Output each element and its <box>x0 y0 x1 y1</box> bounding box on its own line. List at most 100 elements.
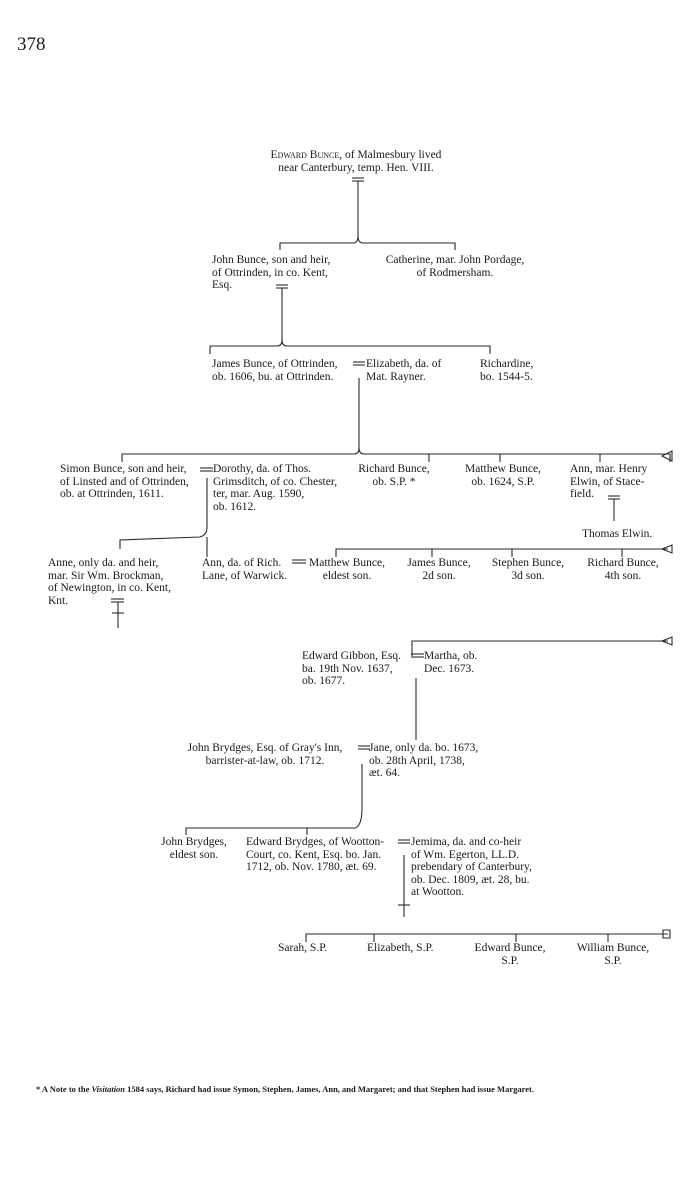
person-detail: Edward Bunce, <box>474 942 546 954</box>
person-detail: of Wm. Egerton, LL.D. <box>411 848 520 861</box>
person-edward-gibbon: Edward Gibbon, Esq. ba. 19th Nov. 1637, … <box>302 650 401 688</box>
person-matthew-bunce-eldest: Matthew Bunce, eldest son. <box>303 557 391 582</box>
person-detail: Thomas Elwin. <box>582 528 653 540</box>
person-detail: , of Malmesbury lived <box>339 149 442 161</box>
person-detail: Matthew Bunce, <box>308 557 385 569</box>
person-detail: barrister-at-law, ob. 1712. <box>205 754 325 767</box>
person-detail: William Bunce, <box>576 942 650 954</box>
person-john-brydges-grays-inn: John Brydges, Esq. of Gray's Inn, barris… <box>172 742 358 767</box>
person-jane: Jane, only da. bo. 1673, ob. 28th April,… <box>369 742 478 780</box>
person-detail: Elizabeth, da. of <box>366 358 442 370</box>
person-detail: James Bunce, <box>407 557 471 569</box>
person-jemima: Jemima, da. and co-heir of Wm. Egerton, … <box>411 836 532 899</box>
person-detail: Dorothy, da. of Thos. <box>213 463 312 475</box>
person-detail: ob. at Ottrinden, 1611. <box>60 488 164 501</box>
person-ann-lane: Ann, da. of Rich. Lane, of Warwick. <box>202 557 287 582</box>
person-detail: ob. 1624, S.P. <box>471 475 535 488</box>
person-detail: Anne, only da. and heir, <box>48 557 159 569</box>
person-detail: John Brydges, Esq. of Gray's Inn, <box>187 742 343 754</box>
person-detail: Jane, only da. bo. 1673, <box>369 742 479 754</box>
person-detail: Dec. 1673. <box>424 662 475 675</box>
person-elizabeth-rayner: Elizabeth, da. of Mat. Rayner. <box>366 358 441 383</box>
person-detail: Simon Bunce, son and heir, <box>60 463 187 475</box>
person-detail: 2d son. <box>422 569 456 582</box>
person-anne-brockman: Anne, only da. and heir, mar. Sir Wm. Br… <box>48 557 171 607</box>
person-detail: ob. 28th April, 1738, <box>369 754 465 767</box>
person-detail: ob. Dec. 1809, æt. 28, bu. <box>411 873 530 886</box>
person-detail: 1712, ob. Nov. 1780, æt. 69. <box>246 861 377 874</box>
person-detail: James Bunce, of Ottrinden, <box>212 358 338 370</box>
person-john-brydges-eldest: John Brydges, eldest son. <box>152 836 236 861</box>
person-detail: S.P. <box>604 954 622 967</box>
person-detail: Matthew Bunce, <box>464 463 541 475</box>
person-edward-bunce: Edward Bunce, of Malmesbury lived near C… <box>236 149 476 174</box>
person-detail: John Bunce, son and heir, <box>212 254 331 266</box>
person-james-bunce-2: James Bunce, 2d son. <box>398 557 480 582</box>
person-dorothy: Dorothy, da. of Thos. Grimsditch, of co.… <box>213 463 337 513</box>
person-catherine: Catherine, mar. John Pordage, of Rodmers… <box>372 254 538 279</box>
person-detail: ob. 1606, bu. at Ottrinden. <box>212 370 334 383</box>
person-detail: of Newington, in co. Kent, <box>48 582 171 595</box>
person-detail: Grimsditch, of co. Chester, <box>213 475 338 488</box>
footnote-text: 1584 says, Richard had issue Symon, Step… <box>125 1084 534 1094</box>
person-detail: Mat. Rayner. <box>366 370 426 383</box>
person-detail: at Wootton. <box>411 886 465 899</box>
person-detail: Sarah, S.P. <box>278 942 328 954</box>
person-james-bunce: James Bunce, of Ottrinden, ob. 1606, bu.… <box>212 358 338 383</box>
person-detail: ter, mar. Aug. 1590, <box>213 488 305 501</box>
person-edward-bunce-sp: Edward Bunce, S.P. <box>466 942 554 967</box>
person-matthew-bunce-1624: Matthew Bunce, ob. 1624, S.P. <box>458 463 548 488</box>
person-detail: Knt. <box>48 594 69 607</box>
person-detail: æt. 64. <box>369 767 400 780</box>
person-elizabeth-sp: Elizabeth, S.P. <box>367 942 433 955</box>
person-detail: eldest son. <box>169 848 219 861</box>
person-detail: of Linsted and of Ottrinden, <box>60 475 189 488</box>
person-william-bunce: William Bunce, S.P. <box>568 942 658 967</box>
person-detail: Ann, da. of Rich. <box>202 557 282 569</box>
person-detail: eldest son. <box>322 569 372 582</box>
footnote: * A Note to the Visitation 1584 says, Ri… <box>36 1084 534 1094</box>
person-edward-brydges: Edward Brydges, of Wootton- Court, co. K… <box>246 836 384 874</box>
person-detail: ob. S.P. * <box>372 475 416 488</box>
person-detail: Elwin, of Stace- <box>570 475 645 488</box>
person-richardine: Richardine, bo. 1544-5. <box>480 358 533 383</box>
person-detail: 4th son. <box>604 569 642 582</box>
person-stephen-bunce: Stephen Bunce, 3d son. <box>482 557 574 582</box>
person-detail: Richardine, <box>480 358 534 370</box>
person-martha: Martha, ob. Dec. 1673. <box>424 650 477 675</box>
person-detail: John Brydges, <box>161 836 227 848</box>
footnote-prefix: * A Note to the <box>36 1084 92 1094</box>
footnote-italic: Visitation <box>91 1084 126 1094</box>
person-sarah: Sarah, S.P. <box>278 942 327 955</box>
person-detail: mar. Sir Wm. Brockman, <box>48 569 164 582</box>
person-detail: field. <box>570 488 594 501</box>
person-detail: of Rodmersham. <box>416 266 494 279</box>
person-detail: Richard Bunce, <box>587 557 659 569</box>
person-detail: ob. 1612. <box>213 500 257 513</box>
person-detail: 3d son. <box>511 569 545 582</box>
person-detail: Stephen Bunce, <box>491 557 565 569</box>
person-detail: near Canterbury, temp. Hen. VIII. <box>278 161 434 174</box>
person-richard-bunce: Richard Bunce, ob. S.P. * <box>349 463 439 488</box>
person-richard-bunce-4: Richard Bunce, 4th son. <box>578 557 668 582</box>
person-detail: Court, co. Kent, Esq. bo. Jan. <box>246 848 382 861</box>
person-detail: Martha, ob. <box>424 650 478 662</box>
person-thomas-elwin: Thomas Elwin. <box>582 528 652 541</box>
person-detail: Catherine, mar. John Pordage, <box>385 254 525 266</box>
person-detail: Lane, of Warwick. <box>202 569 288 582</box>
person-detail: Edward Brydges, of Wootton- <box>246 836 385 848</box>
person-detail: Elizabeth, S.P. <box>367 942 434 954</box>
person-detail: bo. 1544-5. <box>480 370 533 383</box>
person-ann-elwin: Ann, mar. Henry Elwin, of Stace- field. <box>570 463 647 501</box>
person-detail: ob. 1677. <box>302 675 346 688</box>
person-detail: ba. 19th Nov. 1637, <box>302 662 393 675</box>
page-number: 378 <box>17 34 46 55</box>
person-detail: prebendary of Canterbury, <box>411 861 532 874</box>
person-detail: S.P. <box>501 954 519 967</box>
person-detail: Richard Bunce, <box>358 463 430 475</box>
person-john-bunce: John Bunce, son and heir, of Ottrinden, … <box>212 254 330 292</box>
person-simon-bunce: Simon Bunce, son and heir, of Linsted an… <box>60 463 189 501</box>
person-detail: Edward Gibbon, Esq. <box>302 650 402 662</box>
person-name: Edward Bunce <box>270 149 340 161</box>
